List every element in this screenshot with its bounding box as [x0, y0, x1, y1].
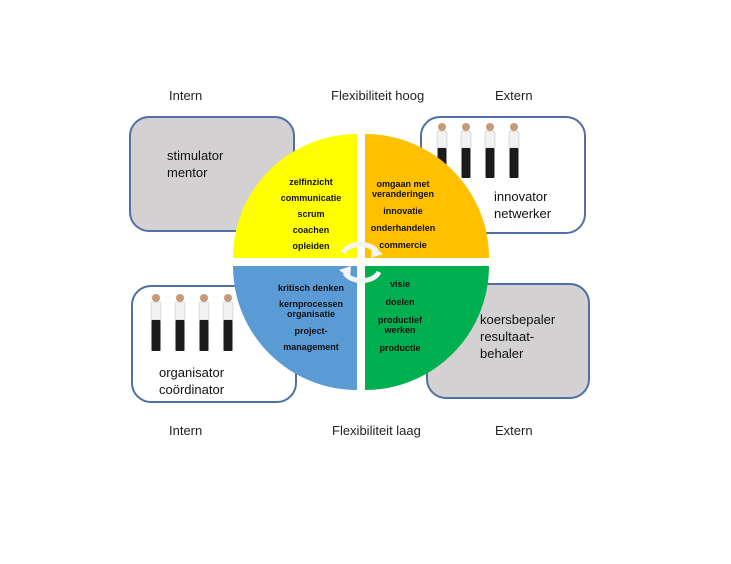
role-line: resultaat-: [480, 329, 535, 344]
quadrant-green-item: productief: [378, 315, 423, 325]
quadrant-green-item: werken: [383, 325, 415, 335]
label-flexibiliteit-hoog: Flexibiliteit hoog: [331, 88, 425, 103]
label-intern-top: Intern: [169, 88, 203, 103]
quadrant-green: [365, 266, 489, 390]
role-line: behaler: [480, 346, 524, 361]
role-line: organisator: [159, 365, 225, 380]
business-people-image-bottom: [150, 294, 234, 351]
quadrant-orange-item: veranderingen: [372, 189, 434, 199]
label-extern-top: Extern: [495, 88, 533, 103]
quadrant-orange: [365, 134, 489, 258]
role-text-top-right: innovator netwerker: [494, 188, 551, 222]
quadrant-orange-item: commercie: [379, 240, 427, 250]
quadrant-orange-item: innovatie: [383, 206, 423, 216]
role-line: koersbepaler: [480, 312, 556, 327]
label-intern-bottom: Intern: [169, 423, 203, 438]
role-line: mentor: [167, 165, 208, 180]
label-flexibiliteit-laag: Flexibiliteit laag: [332, 423, 421, 438]
person-figure: [150, 294, 234, 351]
quadrant-yellow-item: communicatie: [281, 193, 342, 203]
quadrant-green-item: doelen: [385, 297, 414, 307]
role-text-bottom-right: koersbepaler resultaat- behaler: [480, 311, 555, 362]
quadrant-blue-item: management: [283, 342, 339, 352]
cycle-arrows-icon: [339, 241, 383, 284]
quadrant-yellow-item: scrum: [297, 209, 324, 219]
quadrant-orange-item: onderhandelen: [371, 223, 436, 233]
quadrant-green-item: visie: [390, 279, 410, 289]
role-text-bottom-left: organisator coördinator: [159, 364, 224, 398]
quadrant-orange-item: omgaan met: [376, 179, 429, 189]
label-extern-bottom: Extern: [495, 423, 533, 438]
competence-circle: zelfinzicht communicatie scrum coachen o…: [233, 134, 489, 390]
quadrant-yellow-item: opleiden: [292, 241, 329, 251]
role-line: innovator: [494, 189, 548, 204]
quadrant-yellow: [233, 134, 357, 258]
quadrant-yellow-item: coachen: [293, 225, 330, 235]
role-line: stimulator: [167, 148, 224, 163]
role-line: netwerker: [494, 206, 552, 221]
quadrant-blue-item: kritisch denken: [278, 283, 344, 293]
quadrant-blue-item: kernprocessen: [279, 299, 343, 309]
quadrant-blue-item: organisatie: [287, 309, 335, 319]
role-line: coördinator: [159, 382, 225, 397]
quadrant-yellow-item: zelfinzicht: [289, 177, 333, 187]
quadrant-blue: [233, 266, 357, 390]
quadrant-green-item: productie: [379, 343, 420, 353]
quadrant-blue-item: project-: [294, 326, 327, 336]
role-text-top-left: stimulator mentor: [167, 147, 223, 181]
